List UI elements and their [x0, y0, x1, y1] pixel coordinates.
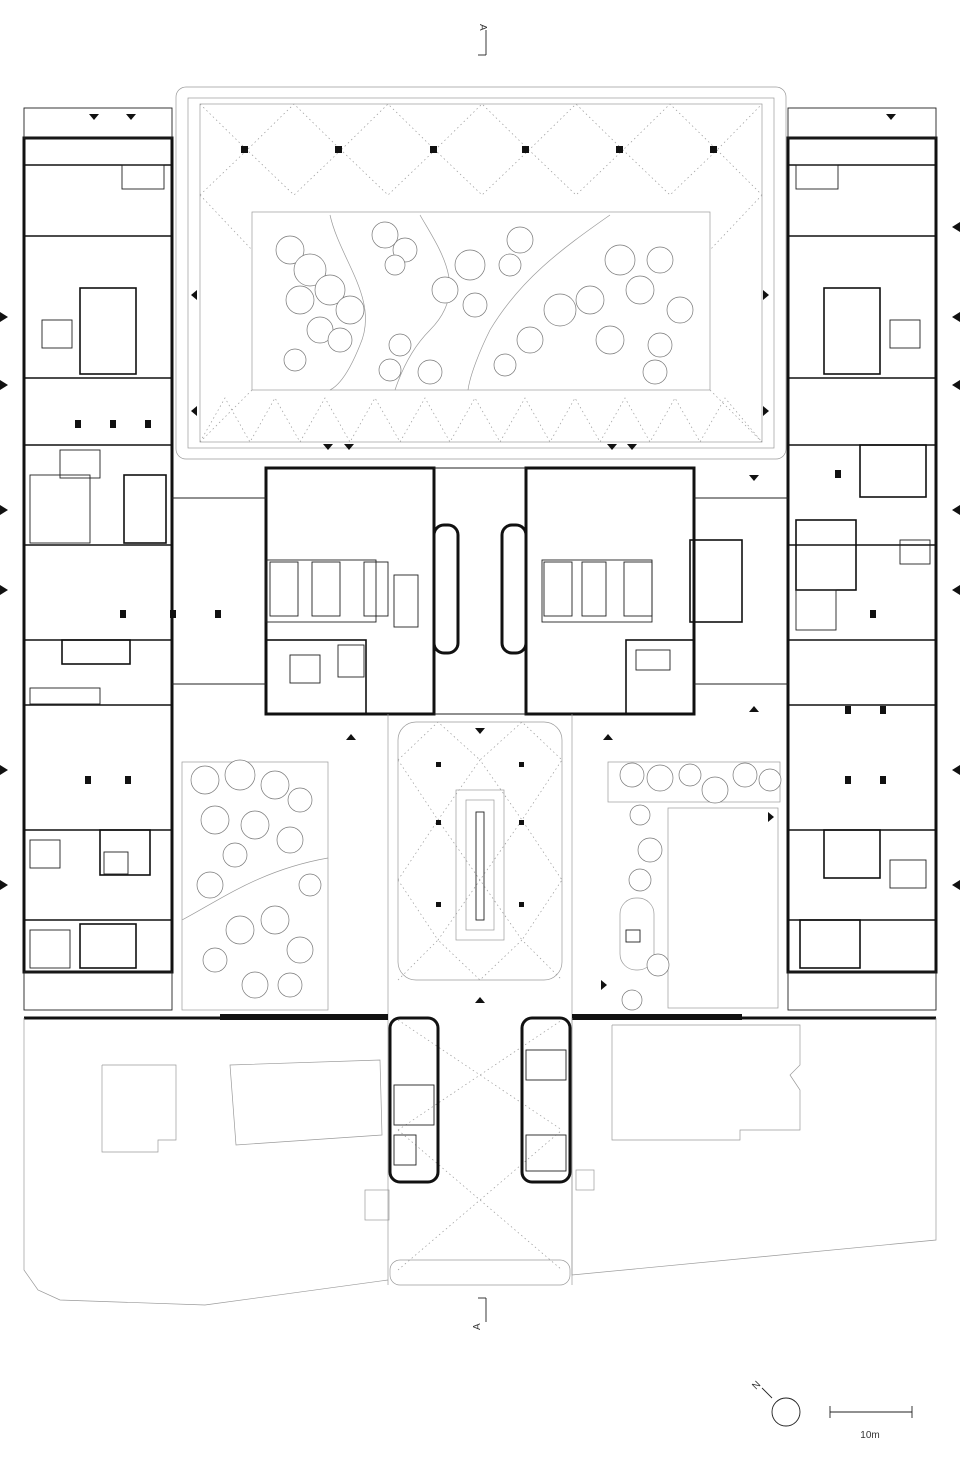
section-marker-bottom-label: A [472, 1323, 483, 1330]
section-marker-top: A [477, 24, 488, 56]
central-west-block [264, 466, 460, 716]
north-arrow-label: N [750, 1379, 763, 1392]
scale-bar: 10m [829, 1406, 913, 1441]
west-wing [22, 107, 174, 1011]
south-boundary-wall [24, 1014, 936, 1020]
east-wing [786, 107, 938, 1011]
section-marker-top-label: A [477, 24, 488, 31]
scale-bar-label: 10m [860, 1430, 879, 1441]
tree-cluster-north [275, 221, 694, 385]
garden-southeast [607, 761, 782, 1011]
north-arrow: N [750, 1379, 801, 1427]
south-gate-west [388, 1016, 440, 1184]
neighbouring-lots [23, 1018, 937, 1306]
central-east-block [500, 466, 696, 716]
section-marker-bottom: A [472, 1297, 487, 1330]
garden-southwest [181, 759, 329, 1011]
connector-corridors [172, 467, 788, 715]
structural-columns [75, 146, 886, 907]
north-courtyard [175, 86, 787, 460]
entrance-markers [0, 114, 960, 1003]
south-gate-east [520, 1016, 572, 1184]
